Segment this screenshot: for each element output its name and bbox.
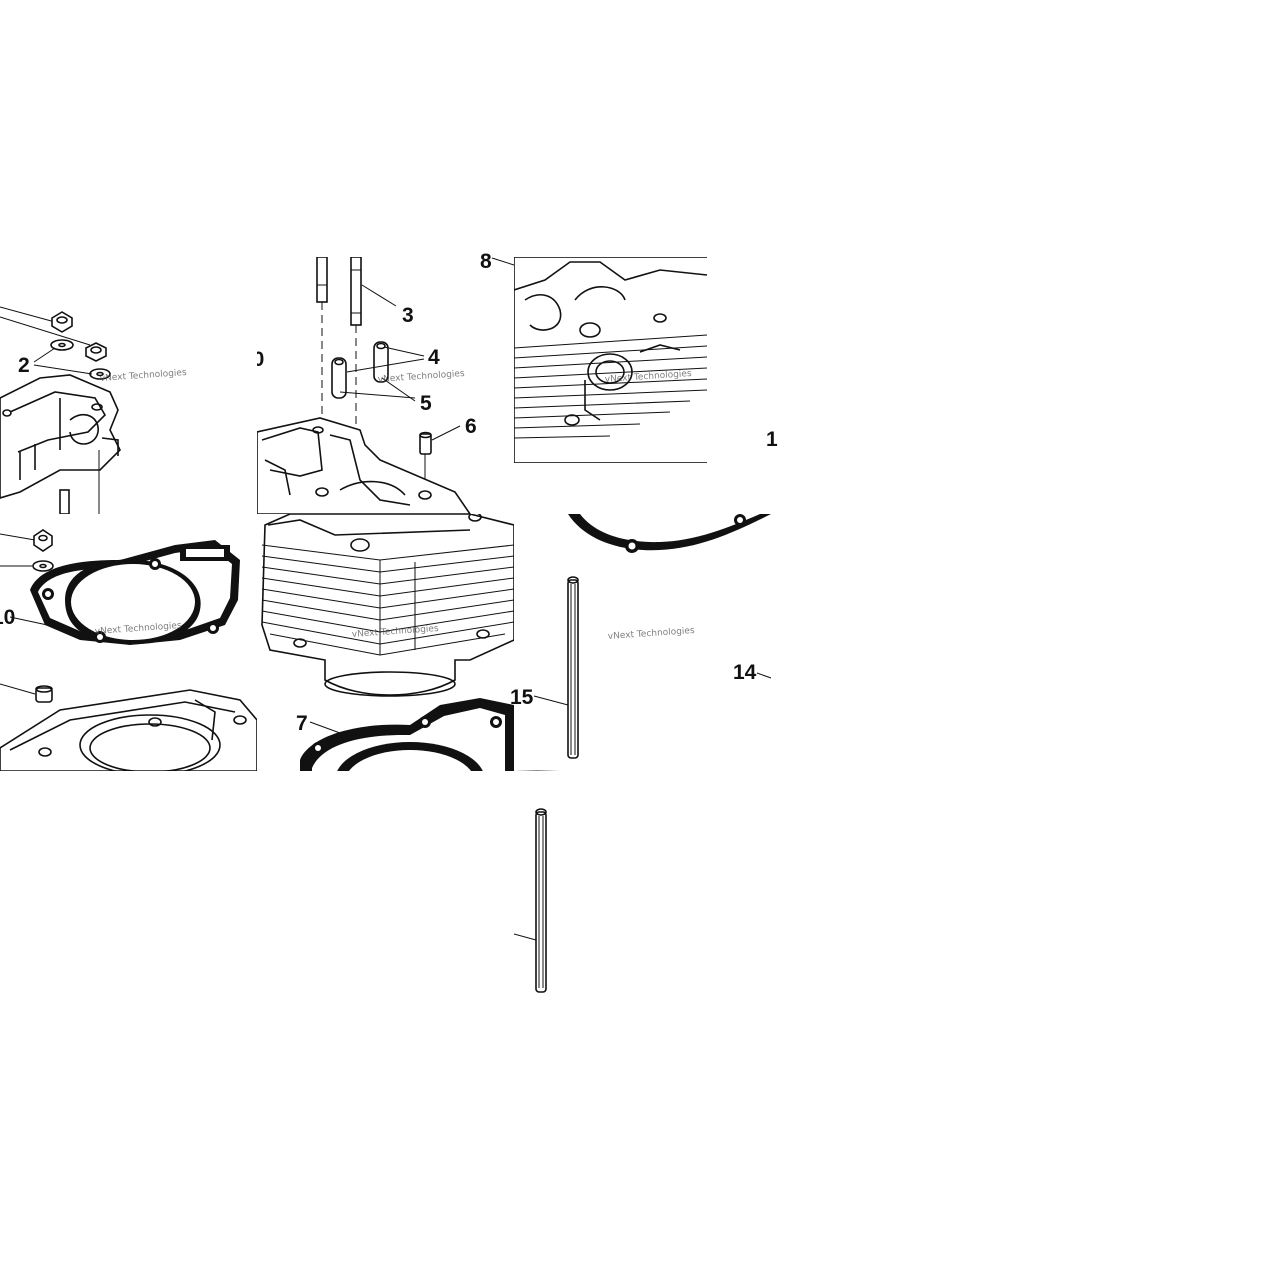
nut-icon [51, 311, 73, 333]
cylinder-head [257, 417, 471, 514]
callout-5: 5 [420, 392, 432, 415]
callout-8: 8 [480, 250, 492, 273]
callout-3: 3 [402, 304, 414, 327]
callout-15: 15 [510, 686, 534, 709]
callout-14: 14 [733, 661, 757, 684]
tile-cylinder-cover: 2 vNext Technologies [0, 306, 187, 514]
push-rod [535, 808, 547, 993]
dowel-pin [35, 685, 53, 703]
push-rod [567, 576, 579, 759]
tile-cylinder-block: 7 vNext Technologies [261, 514, 514, 771]
valve-guide [331, 357, 347, 399]
callout-1: 1 [766, 428, 778, 451]
stud [316, 257, 328, 440]
nut-icon [33, 529, 53, 552]
callout-4: 4 [428, 346, 440, 369]
nut-icon [85, 342, 107, 362]
head-gasket [30, 540, 240, 645]
callout-2: 2 [18, 354, 30, 377]
stud [350, 257, 362, 430]
washer-icon [50, 339, 74, 351]
dowel-pin [419, 431, 432, 495]
callout-7: 7 [296, 712, 308, 735]
callout-10: 10 [241, 348, 264, 371]
tile-push-rod: vNext Technologies 15 14 [510, 514, 772, 771]
tile-cylinder-head: 12 11 10 9 3 [241, 257, 477, 514]
callout-6: 6 [465, 415, 477, 438]
callout-10-left: 10 [0, 606, 15, 629]
gasket-edge [568, 514, 771, 553]
base-gasket [300, 698, 514, 771]
tile-gasket-left: 10 [0, 529, 257, 771]
tile-head-fins: vNext Technologies 8 1 [480, 250, 778, 463]
washer-icon [32, 560, 54, 572]
tile-push-rod-lower [514, 808, 547, 993]
cylinder-block-top [0, 689, 257, 771]
cylinder-head-cover [0, 374, 121, 499]
cylinder-head-finned [514, 257, 707, 463]
cylinder-block [261, 514, 514, 697]
valve-guide [373, 341, 389, 383]
